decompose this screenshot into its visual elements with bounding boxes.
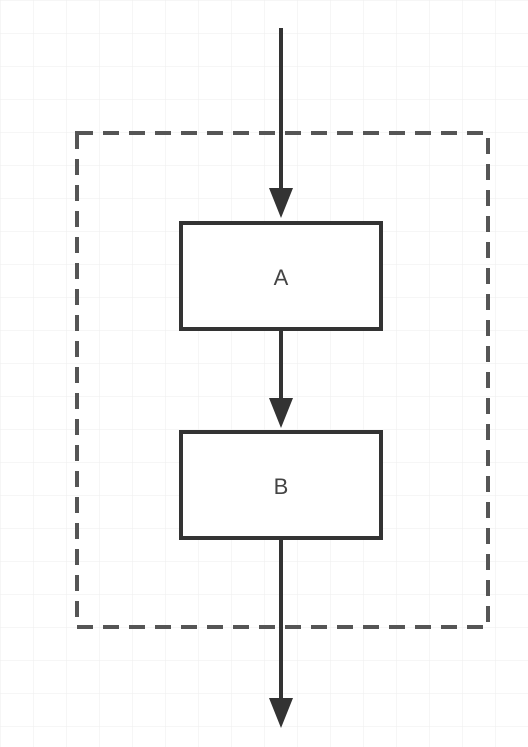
edge-a-to-b	[269, 331, 293, 428]
edge-input-to-a	[269, 28, 293, 218]
node-a-label: A	[274, 265, 289, 290]
node-b-label: B	[274, 474, 289, 499]
arrowhead-icon	[269, 188, 293, 218]
dashed-group-boundary	[75, 131, 490, 629]
node-a: A	[179, 221, 383, 331]
arrowhead-icon	[269, 398, 293, 428]
node-b: B	[179, 430, 383, 540]
edge-b-to-output	[269, 540, 293, 728]
arrowhead-icon	[269, 698, 293, 728]
